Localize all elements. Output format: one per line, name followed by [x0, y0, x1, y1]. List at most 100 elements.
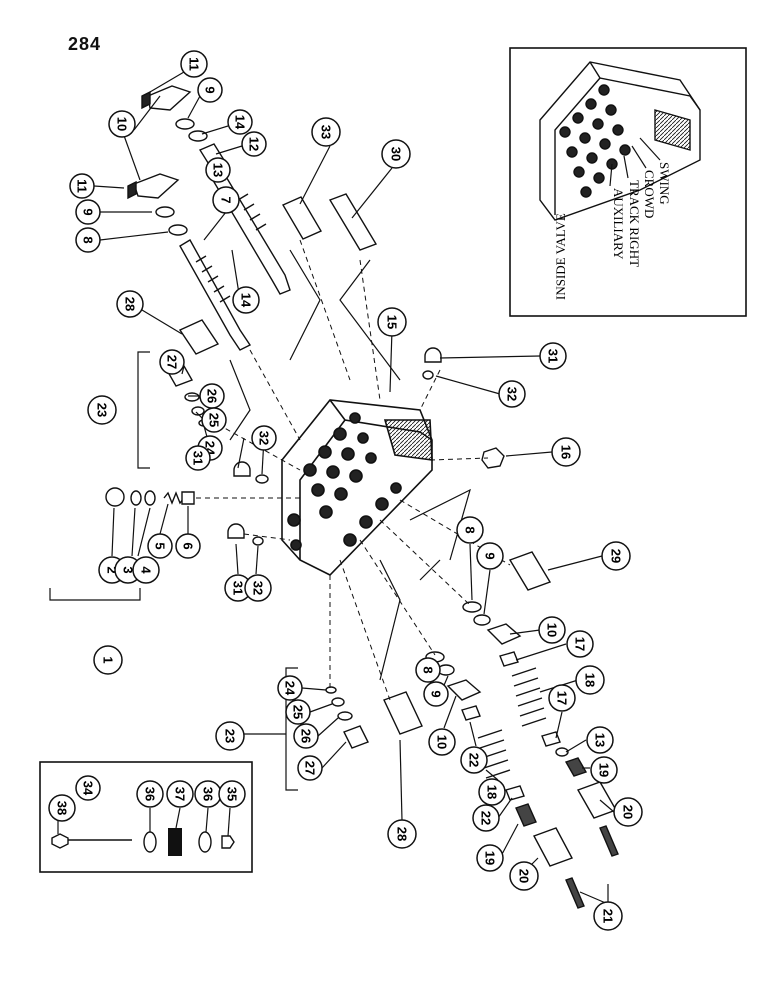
callout-circle [476, 542, 504, 570]
callout-number: 3 [121, 566, 136, 573]
relief-valve-30 [328, 193, 378, 251]
inset-valve-block [539, 61, 701, 221]
callout-c6: 6 [175, 533, 201, 559]
callout-circle [566, 630, 594, 658]
ring-9-lower [155, 206, 175, 218]
cap-20-mid [533, 827, 573, 867]
callout-number: 32 [251, 581, 266, 595]
ring-9-upper [175, 118, 195, 130]
callout-c14b: 14 [232, 286, 260, 314]
callout-number: 36 [201, 787, 216, 801]
callout-number: 9 [483, 552, 498, 559]
callout-c33: 33 [311, 117, 341, 147]
callout-circle [548, 684, 576, 712]
callout-number: 28 [395, 827, 410, 841]
callout-c9a: 9 [197, 77, 223, 103]
ring-3 [130, 490, 142, 506]
callout-number: 37 [173, 787, 188, 801]
flange-lower [133, 173, 180, 199]
callout-number: 13 [211, 163, 226, 177]
ring-26-upper [184, 392, 200, 402]
callout-c17b: 17 [548, 684, 576, 712]
callout-circle [166, 780, 194, 808]
callout-circle [136, 780, 164, 808]
callout-number: 12 [247, 137, 262, 151]
callout-circle [478, 778, 506, 806]
callout-number: 26 [205, 389, 220, 403]
spring-5 [163, 491, 185, 505]
ring-14-upper [188, 130, 208, 142]
callout-c10b: 10 [538, 616, 566, 644]
callout-number: 10 [545, 623, 560, 637]
callout-circle [205, 157, 231, 183]
callout-circle [498, 380, 526, 408]
callout-circle [575, 665, 605, 695]
callout-c11b: 11 [69, 173, 95, 199]
callout-c17a: 17 [566, 630, 594, 658]
callout-c29: 29 [601, 541, 631, 571]
ring-32-bottom [252, 536, 264, 546]
callout-number: 8 [463, 526, 478, 533]
cap-20-right [576, 781, 618, 819]
ring-13-right [555, 747, 569, 757]
callout-c27a: 27 [159, 349, 185, 375]
callout-number: 34 [81, 781, 96, 796]
connector-lines [229, 249, 471, 681]
group-brackets [49, 351, 298, 791]
callout-circle [551, 437, 581, 467]
callout-number: 35 [225, 787, 240, 801]
bolt-38 [51, 833, 132, 849]
fitting-27-lower [343, 725, 369, 749]
callout-number: 28 [123, 297, 138, 311]
callout-circle [586, 726, 614, 754]
hardware-kit-box [39, 761, 253, 873]
bolt-11-lower [127, 180, 137, 200]
callout-circle [428, 728, 456, 756]
callout-number: 24 [283, 681, 298, 696]
callout-number: 21 [601, 909, 616, 923]
callout-number: 9 [429, 690, 444, 697]
callout-c8b: 8 [456, 516, 484, 544]
screw-19-right [564, 757, 588, 777]
callout-c4: 4 [132, 556, 160, 584]
callout-number: 18 [485, 785, 500, 799]
callout-circle [48, 794, 76, 822]
inset-label-track-right: TRACK RIGHT [627, 180, 642, 267]
callout-c36b: 36 [194, 780, 222, 808]
callout-c10a: 10 [108, 110, 136, 138]
callout-circle [277, 675, 303, 701]
washer-36-left [143, 831, 157, 853]
callout-number: 4 [139, 566, 154, 574]
callout-circle [241, 131, 267, 157]
callout-number: 9 [203, 86, 218, 93]
inside-valve-inset: INSIDE VALVE SWING CROWD TRACK RIGHT AUX… [509, 47, 747, 317]
callout-c12: 12 [241, 131, 267, 157]
assembly-lines [196, 239, 511, 701]
seat-17-upper [499, 651, 519, 667]
callout-number: 23 [95, 403, 110, 417]
callout-c20a: 20 [613, 797, 643, 827]
ring-25-lower [331, 697, 345, 707]
callout-number: 22 [467, 753, 482, 767]
callout-circle [311, 117, 341, 147]
callout-c13a: 13 [205, 157, 231, 183]
callout-c36a: 36 [136, 780, 164, 808]
callout-number: 25 [207, 413, 222, 427]
callout-c32b: 32 [251, 425, 277, 451]
ring-26-lower [337, 711, 353, 721]
callout-c20b: 20 [509, 861, 539, 891]
callout-c9b: 9 [75, 199, 101, 225]
cap-31-top [424, 347, 442, 363]
callout-c24b: 24 [277, 675, 303, 701]
callout-number: 5 [153, 542, 168, 549]
callout-circle [75, 775, 101, 801]
inset-title: INSIDE VALVE [553, 213, 568, 300]
callout-c7: 7 [212, 186, 240, 214]
callout-c28a: 28 [116, 290, 144, 318]
callout-number: 8 [421, 666, 436, 673]
leader-lines [57, 71, 615, 905]
nut-35 [221, 835, 235, 849]
callout-circle [159, 349, 185, 375]
callout-c26b: 26 [293, 723, 319, 749]
